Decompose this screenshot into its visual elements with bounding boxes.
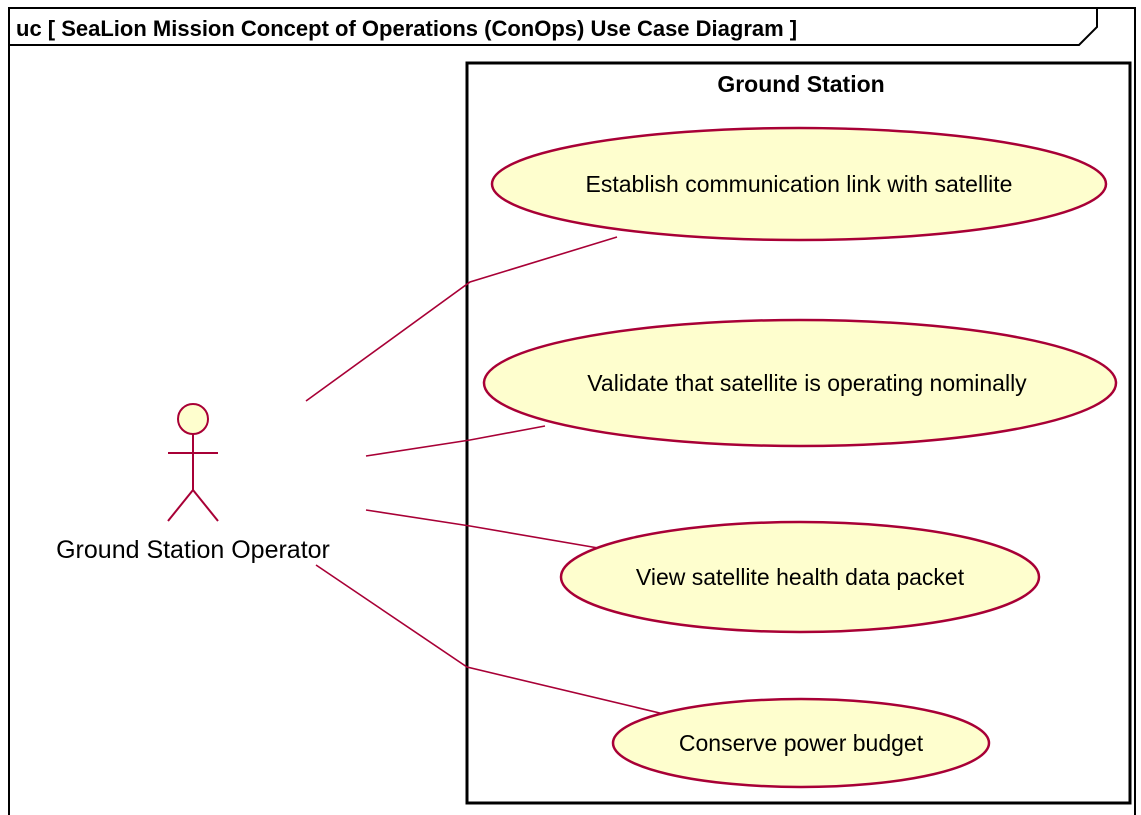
use-case-ellipse xyxy=(482,318,1118,448)
frame-title-tab xyxy=(9,8,1098,46)
use-case-conserve-power[interactable]: Conserve power budget xyxy=(611,697,991,789)
use-case-ellipse xyxy=(559,520,1041,634)
use-case-label: Conserve power budget xyxy=(679,730,924,756)
actor-icon xyxy=(167,403,219,522)
use-case-label: View satellite health data packet xyxy=(636,564,965,590)
use-case-label: Establish communication link with satell… xyxy=(586,171,1013,197)
actor-right-leg xyxy=(192,489,219,522)
association-line-conserve xyxy=(315,564,669,716)
association-lines xyxy=(305,236,669,716)
actor-label: Ground Station Operator xyxy=(56,536,330,564)
frame-title: uc [ SeaLion Mission Concept of Operatio… xyxy=(16,16,797,41)
actor-left-leg xyxy=(167,489,194,522)
association-line-view xyxy=(365,509,605,550)
actor-head xyxy=(177,403,209,435)
use-case-view-health-packet[interactable]: View satellite health data packet xyxy=(559,520,1041,634)
use-case-establish-link[interactable]: Establish communication link with satell… xyxy=(490,126,1108,242)
use-case-ellipse xyxy=(490,126,1108,242)
use-case-label: Validate that satellite is operating nom… xyxy=(587,370,1027,396)
use-case-validate-nominal[interactable]: Validate that satellite is operating nom… xyxy=(482,318,1118,448)
use-case-ellipse xyxy=(611,697,991,789)
association-line-establish xyxy=(305,236,618,402)
system-boundary-label: Ground Station xyxy=(717,71,884,97)
association-line-validate xyxy=(365,425,546,457)
